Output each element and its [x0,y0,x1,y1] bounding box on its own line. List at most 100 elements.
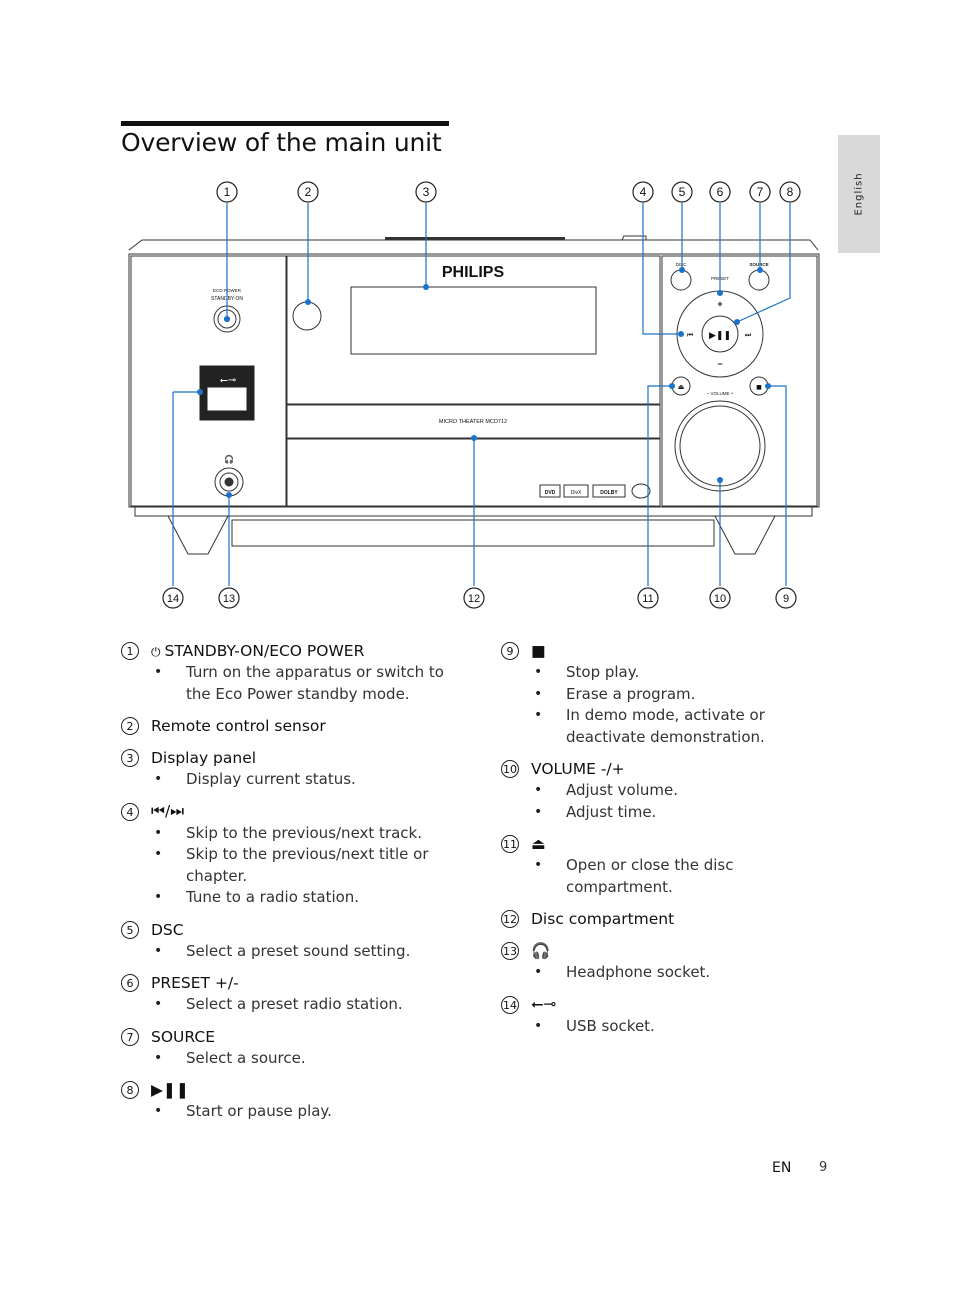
entry-title: DSC [151,920,184,939]
svg-text:4: 4 [640,185,647,199]
svg-text:9: 9 [783,593,789,605]
callout-8: 8 [779,181,801,203]
entries-left: 1⏻STANDBY-ON/ECO POWER Turn on the appar… [121,640,461,1133]
entry-number: 10 [501,760,519,778]
callout-13: 13 [218,587,240,609]
callout-4: 4 [632,181,654,203]
entry-title: SOURCE [151,1027,215,1046]
bullet: Start or pause play. [121,1101,461,1123]
entry-title: PRESET +/- [151,974,239,992]
page-title: Overview of the main unit [121,128,442,157]
entry-play-pause: 8 ▶❚❚ Start or pause play. [121,1079,461,1123]
stop-icon: ■ [531,642,546,660]
main-unit-illustration: PHILIPS MICRO THEATER MCD712 ECO POWER S… [128,181,820,609]
bullet: Select a source. [121,1048,461,1070]
preset-minus: − [717,359,722,369]
skip-icon: ⏮/⏭ [151,802,185,820]
svg-text:11: 11 [642,593,653,605]
source-label: SOURCE [749,262,768,267]
entry-number: 5 [121,920,139,939]
volume-label: − VOLUME + [707,391,734,396]
bullet: Skip to the previous/next track. [121,823,461,845]
bullet: Select a preset radio station. [121,994,461,1016]
entry-number: 11 [501,835,519,853]
bullet: Erase a program. [501,684,841,706]
entry-number: 4 [121,802,139,821]
entry-remote-sensor: 2 Remote control sensor [121,715,461,737]
play-pause-icon: ▶❚❚ [151,1081,189,1099]
entry-number: 1 [121,642,139,660]
svg-text:6: 6 [717,185,724,199]
svg-text:2: 2 [305,185,312,199]
entry-eject: 11⏏ Open or close the disc compartment. [501,833,841,898]
display-window [350,286,597,355]
svg-text:14: 14 [167,593,179,605]
right-panel [661,255,818,507]
title-rule [121,121,449,126]
entry-disc-compartment: 12 Disc compartment [501,908,841,930]
bullet: Stop play. [501,662,841,684]
stop-icon: ■ [756,384,762,391]
bullet: Headphone socket. [501,962,841,984]
divx-logo: DivX [571,490,582,496]
bullet: Tune to a radio station. [121,887,461,909]
svg-text:1: 1 [224,185,231,199]
entry-number: 12 [501,910,519,928]
preset-plus: + [717,299,722,309]
entry-title: Remote control sensor [151,717,326,735]
svg-text:5: 5 [679,185,686,199]
callout-7: 7 [749,181,771,203]
entry-title: Disc compartment [531,910,675,928]
top-edge [128,239,819,251]
callout-14: 14 [162,587,184,609]
callout-12: 12 [463,587,485,609]
entry-number: 9 [501,642,519,660]
bullet: Skip to the previous/next title or chapt… [121,844,461,887]
entry-title: VOLUME -/+ [531,760,625,778]
entry-standby: 1⏻STANDBY-ON/ECO POWER Turn on the appar… [121,640,461,705]
bullet: Open or close the disc compartment. [501,855,841,898]
headphone-icon: 🎧 [531,942,551,960]
svg-text:13: 13 [223,593,235,605]
svg-text:7: 7 [757,185,764,199]
footer-language: EN [772,1160,792,1176]
bullet: Turn on the apparatus or switch to the E… [121,662,461,705]
left-panel [130,255,287,507]
bullet: Adjust volume. [501,780,841,802]
entry-headphone: 13 🎧 Headphone socket. [501,940,841,984]
play-pause-icon: ▶❚❚ [709,331,731,341]
callout-10: 10 [709,587,731,609]
dolby-logo: DOLBY [600,490,618,496]
entry-number: 3 [121,749,139,767]
brand-logo: PHILIPS [442,264,505,281]
svg-text:12: 12 [468,593,480,605]
entry-number: 8 [121,1081,139,1099]
usb-icon: ⭠⊸ [531,995,557,1013]
callout-3: 3 [415,181,437,203]
callout-9: 9 [775,587,797,609]
svg-text:10: 10 [714,593,726,605]
dvd-logo: DVD [545,490,556,496]
next-icon: ⏭ [745,331,752,339]
callout-1: 1 [216,181,238,203]
model-label: MICRO THEATER MCD712 [439,419,507,425]
disc-label: DISC [676,262,688,267]
callout-11: 11 [637,587,659,609]
bullet: In demo mode, activate or deactivate dem… [501,705,841,748]
callout-2: 2 [297,181,319,203]
usb-icon: ⭠⊸ [220,375,236,386]
bullet: USB socket. [501,1016,841,1038]
entry-usb: 14⭠⊸ USB socket. [501,994,841,1038]
svg-text:3: 3 [423,185,430,199]
entry-number: 2 [121,717,139,735]
eject-icon: ⏏ [678,383,685,391]
entries-right: 9 ■ Stop play. Erase a program. In demo m… [501,640,841,1047]
entry-skip: 4 ⏮/⏭ Skip to the previous/next track. Sk… [121,801,461,909]
page-number: 9 [819,1160,828,1175]
entry-number: 13 [501,942,519,960]
